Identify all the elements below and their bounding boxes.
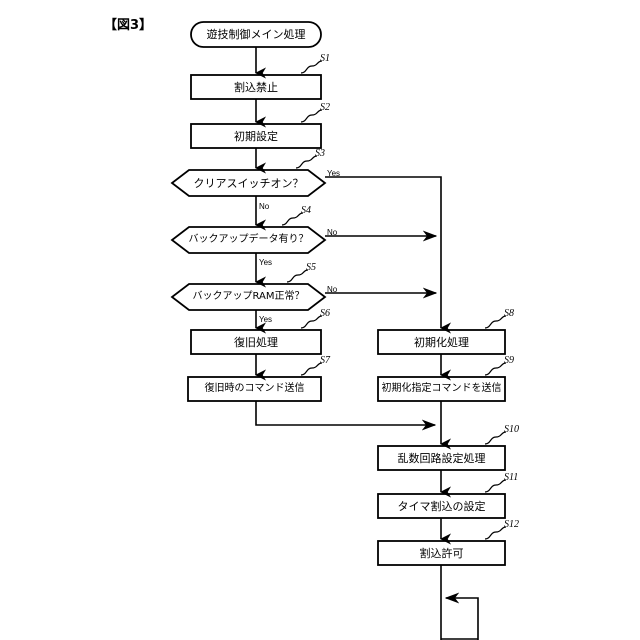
node-s2 bbox=[190, 123, 322, 149]
node-s8 bbox=[377, 329, 506, 355]
step-label-s1: S1 bbox=[320, 53, 330, 64]
edge-label-s4-no: No bbox=[327, 228, 338, 237]
step-label-s5: S5 bbox=[306, 262, 316, 273]
node-s9 bbox=[377, 376, 506, 402]
step-label-s11: S11 bbox=[504, 472, 519, 483]
leader-s9 bbox=[484, 362, 507, 376]
step-label-s12: S12 bbox=[504, 519, 519, 530]
leader-s5 bbox=[286, 269, 309, 283]
leader-s10 bbox=[484, 431, 507, 445]
figure-caption: 【図3】 bbox=[104, 18, 153, 33]
node-s12 bbox=[377, 540, 506, 566]
node-s7 bbox=[187, 376, 322, 402]
step-label-s6: S6 bbox=[320, 308, 330, 319]
edge-s3-yes-to-trunk bbox=[325, 176, 452, 334]
edge-label-s3-no: No bbox=[259, 202, 270, 211]
edge-label-s5-yes: Yes bbox=[259, 315, 273, 324]
node-s1 bbox=[190, 74, 322, 100]
step-label-s2: S2 bbox=[320, 102, 330, 113]
leader-s7 bbox=[300, 362, 323, 376]
leader-s3 bbox=[295, 155, 318, 169]
step-label-s4: S4 bbox=[301, 205, 311, 216]
node-s4 bbox=[170, 226, 327, 254]
node-s10 bbox=[377, 445, 506, 471]
node-s5 bbox=[170, 283, 327, 311]
leader-s8 bbox=[484, 315, 507, 329]
leader-s11 bbox=[484, 479, 507, 493]
node-s3 bbox=[170, 169, 327, 197]
loop-back-path bbox=[444, 592, 479, 640]
step-label-s7: S7 bbox=[320, 355, 330, 366]
step-label-s9: S9 bbox=[504, 355, 514, 366]
step-label-s10: S10 bbox=[504, 424, 519, 435]
node-s6 bbox=[190, 329, 322, 355]
leader-s6 bbox=[300, 315, 323, 329]
leader-s1 bbox=[300, 60, 323, 74]
step-label-s8: S8 bbox=[504, 308, 514, 319]
edge-label-s5-no: No bbox=[327, 285, 338, 294]
leader-s12 bbox=[484, 526, 507, 540]
leader-s2 bbox=[300, 109, 323, 123]
edge-label-s4-yes: Yes bbox=[259, 258, 273, 267]
edge-s7-to-merge bbox=[255, 401, 437, 431]
step-label-s3: S3 bbox=[315, 148, 325, 159]
node-s11 bbox=[377, 493, 506, 519]
edge-label-s3-yes: Yes bbox=[327, 169, 341, 178]
node-start bbox=[190, 21, 322, 48]
leader-s4 bbox=[281, 212, 304, 226]
